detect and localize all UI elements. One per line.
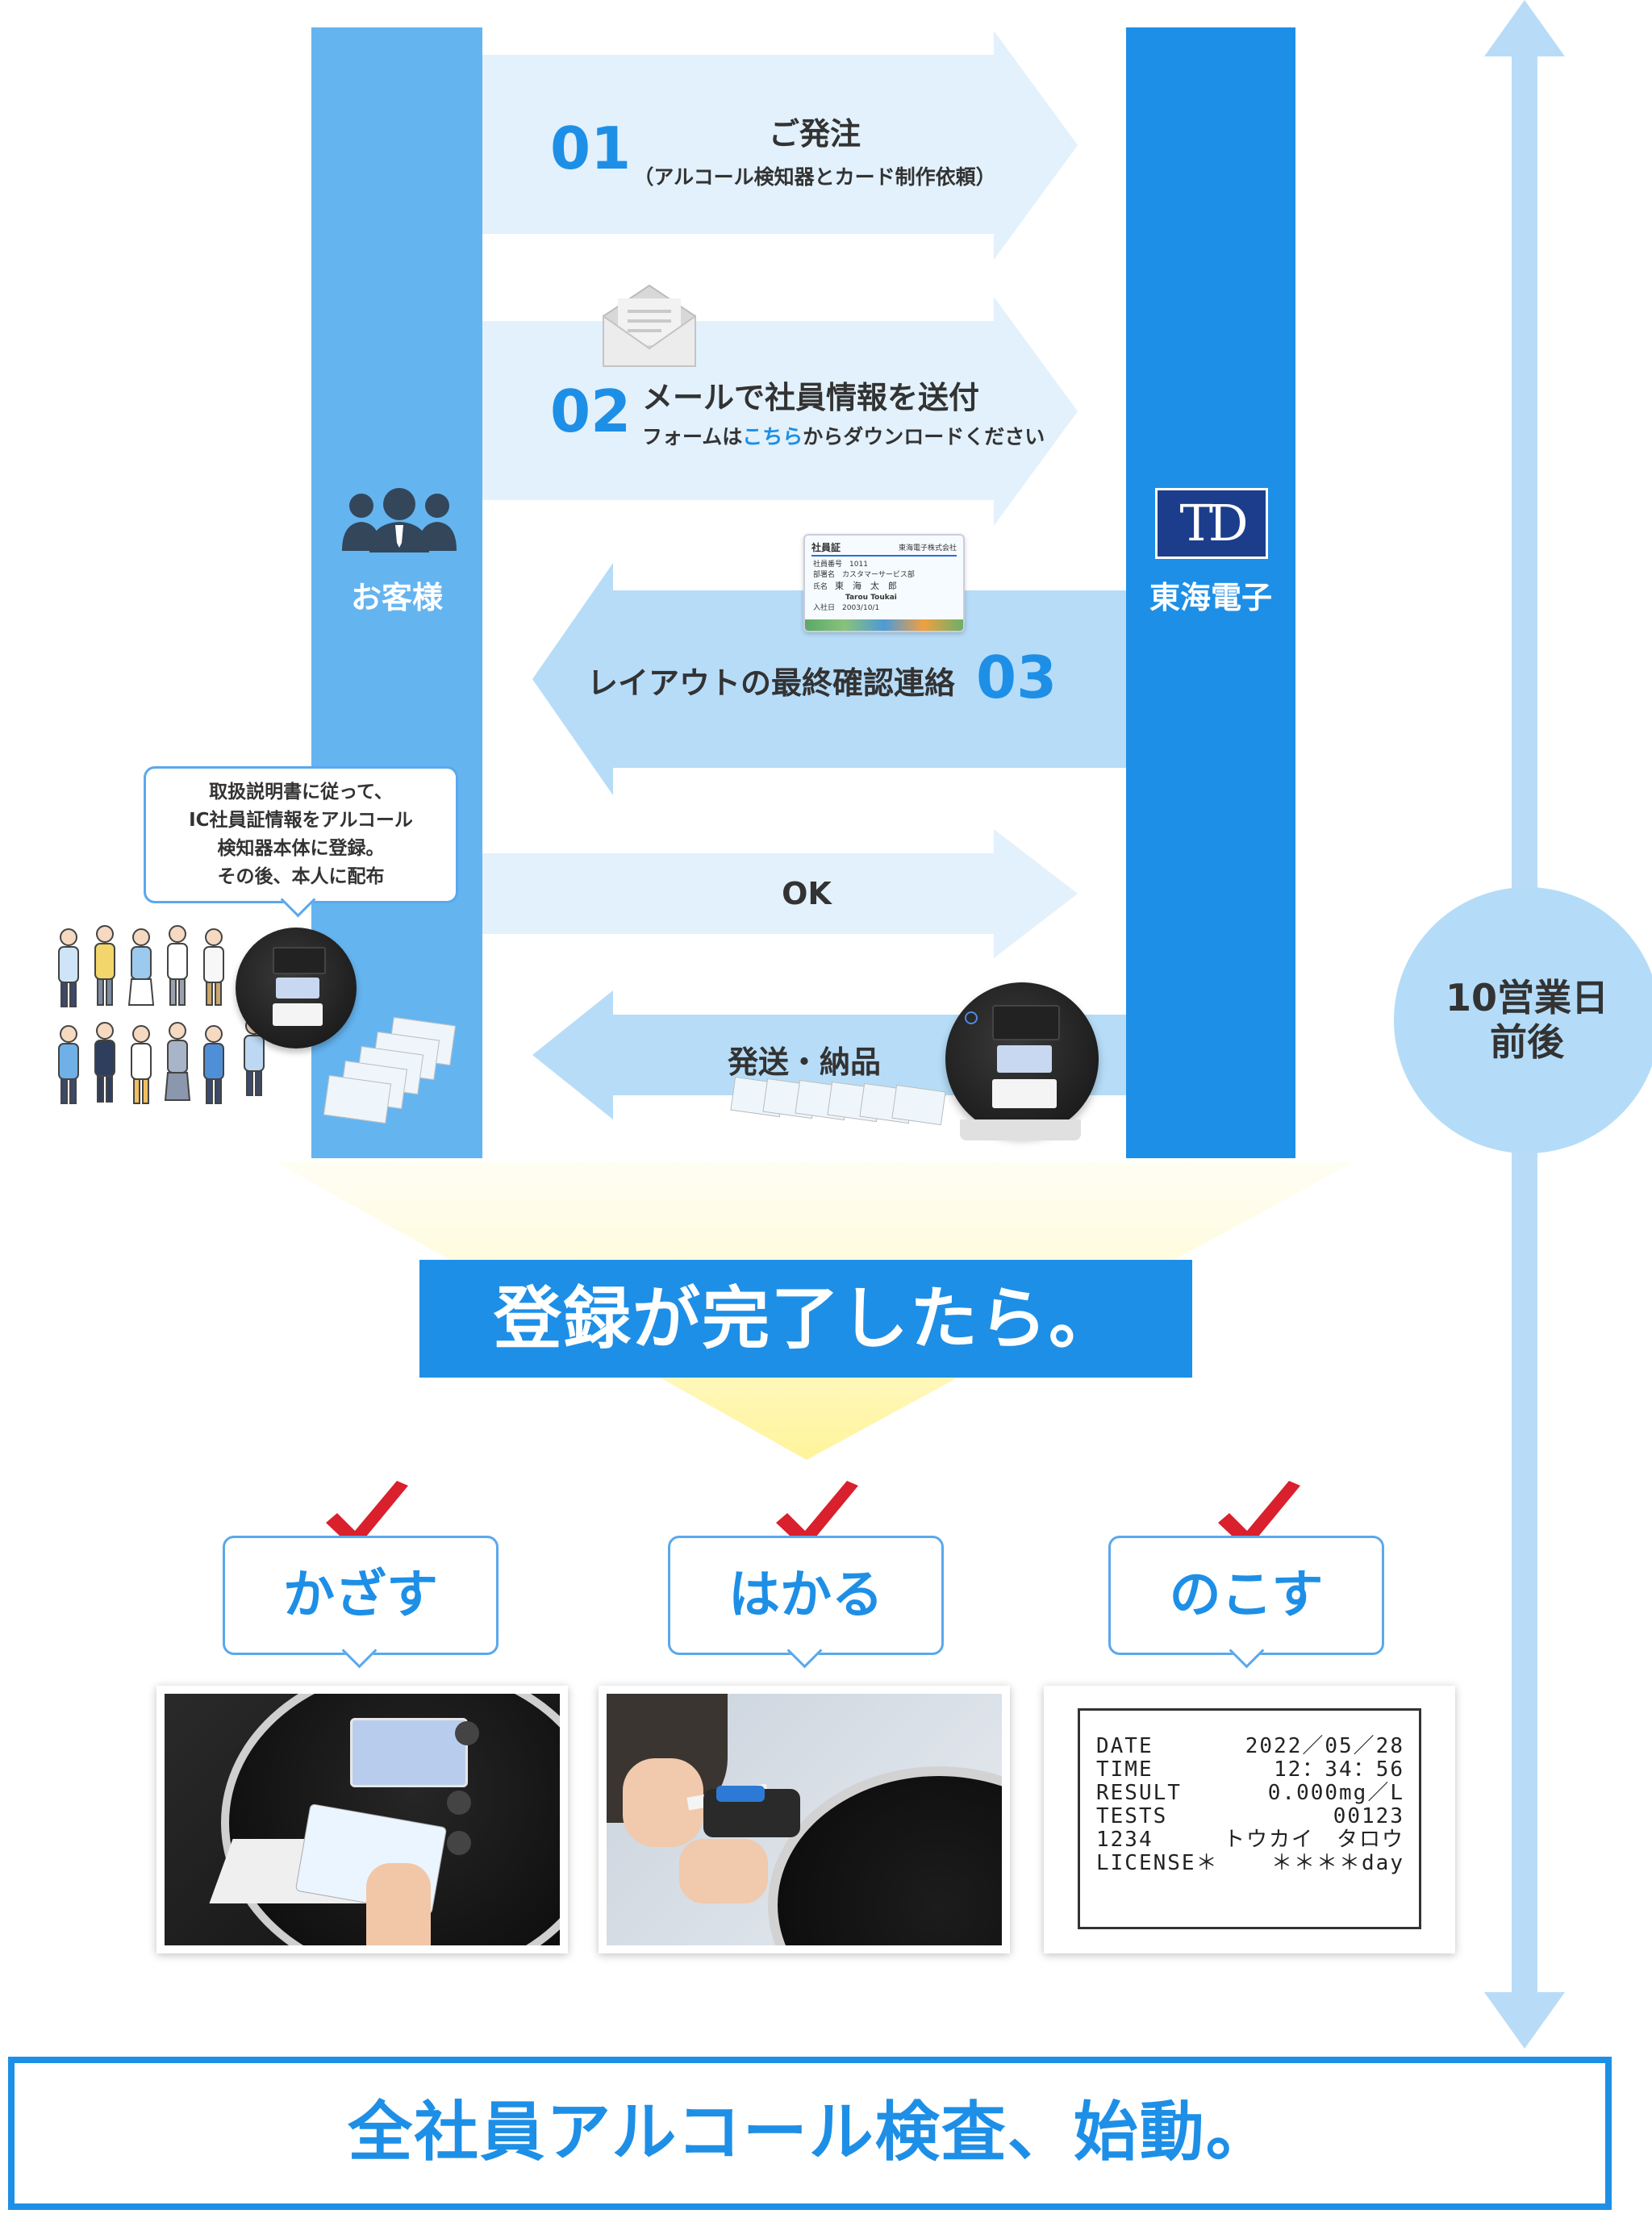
id-card-number-label: 社員番号 [813, 561, 843, 569]
step-02-number: 02 [550, 377, 632, 445]
receipt-panel: DATE 2022／05／28 TIME 12：34：56 RESULT 0.000m… [1044, 1686, 1455, 1953]
photo-card-touch [156, 1686, 568, 1953]
instruction-line-1: 取扱説明書に従って、 [209, 782, 393, 803]
receipt-result-label: RESULT [1096, 1781, 1182, 1805]
registration-banner-text: 登録が完了したら。 [493, 1279, 1118, 1358]
shipped-cards [730, 1076, 946, 1133]
instruction-line-3: 検知器本体に登録。 [217, 838, 385, 859]
receipt-date-label: DATE [1096, 1734, 1153, 1758]
id-card-title: 社員証 [811, 542, 841, 553]
duration-circle: 10営業日 前後 [1394, 887, 1652, 1153]
customer-detector-device [236, 928, 357, 1049]
step-01-subtitle: （アルコール検知器とカード制作依頼） [633, 165, 996, 189]
action-bubble-2: はかる [668, 1536, 944, 1655]
registration-banner: 登録が完了したら。 [419, 1260, 1192, 1378]
step-02-subtitle: フォームはこちらからダウンロードください [642, 421, 1045, 450]
receipt-tests-value: 00123 [1333, 1804, 1404, 1828]
step-ship-title: 発送・納品 [728, 1044, 882, 1080]
id-card-date: 2003/10/1 [842, 604, 880, 612]
instruction-line-4: その後、本人に配布 [217, 866, 385, 887]
receipt-time-label: TIME [1096, 1757, 1153, 1782]
step-03-number: 03 [976, 644, 1058, 711]
receipt-date-value: 2022／05／28 [1245, 1734, 1404, 1758]
arrow-step-ok [482, 829, 1078, 958]
step-03-title: レイアウトの最終確認連絡 [587, 665, 956, 701]
customer-cards [310, 1016, 463, 1126]
receipt-id-value: トウカイ タロウ [1223, 1828, 1404, 1852]
company-logo-text: TD [1179, 494, 1248, 552]
envelope-icon [603, 284, 696, 367]
receipt-id-label: 1234 [1096, 1828, 1153, 1852]
receipt-license-label: LICENSE＊ [1096, 1851, 1219, 1875]
company-column [1126, 27, 1295, 1158]
photo-breath-test [599, 1686, 1010, 1953]
id-card-name-label: 氏名 [813, 583, 828, 591]
check-icon-3 [1218, 1481, 1300, 1550]
step-ok-title: OK [782, 876, 832, 911]
company-label: 東海電子 [1149, 580, 1272, 615]
id-card-name: 東 海 太 郎 [835, 581, 898, 591]
step-01-number: 01 [550, 115, 632, 182]
id-card: 社員証 東海電子株式会社 社員番号 1011 部署名 カスタマーサービス部 氏名… [803, 534, 965, 632]
id-card-romaji: Tarou Toukai [845, 594, 897, 602]
final-banner: 全社員アルコール検査、始動。 [8, 2057, 1612, 2210]
id-card-company: 東海電子株式会社 [898, 544, 957, 552]
final-banner-text: 全社員アルコール検査、始動。 [348, 2095, 1272, 2170]
id-card-dept: カスタマーサービス部 [842, 571, 915, 579]
receipt-result-value: 0.000mg／L [1267, 1781, 1404, 1805]
instruction-bubble: 取扱説明書に従って、 IC社員証情報をアルコール 検知器本体に登録。 その後、本… [144, 766, 458, 903]
step-01-title: ご発注 [768, 116, 861, 152]
device-stand [960, 1119, 1081, 1140]
receipt-license-value: ＊＊＊＊day [1271, 1851, 1404, 1875]
id-card-number: 1011 [849, 561, 868, 569]
check-icon-1 [326, 1481, 408, 1550]
duration-line2: 前後 [1490, 1020, 1564, 1064]
step-02-subtitle-pre: フォームは [642, 425, 743, 448]
customer-label: お客様 [350, 580, 443, 615]
id-card-date-label: 入社日 [813, 604, 836, 612]
action-bubble-3: のこす [1108, 1536, 1384, 1655]
check-icon-2 [776, 1481, 858, 1550]
step-02-title: メールで社員情報を送付 [642, 380, 980, 415]
arrow-step-03 [532, 563, 1129, 795]
action-label-2: はかる [728, 1566, 883, 1625]
employees-illustration [58, 925, 265, 1104]
alcohol-detector-device [945, 982, 1099, 1136]
receipt: DATE 2022／05／28 TIME 12：34：56 RESULT 0.000m… [1078, 1708, 1421, 1929]
duration-line1: 10営業日 [1445, 975, 1608, 1019]
action-label-3: のこす [1169, 1566, 1324, 1625]
receipt-tests-label: TESTS [1096, 1804, 1168, 1828]
receipt-time-value: 12：34：56 [1274, 1757, 1404, 1782]
customer-group-icon [342, 488, 457, 552]
instruction-line-2: IC社員証情報をアルコール [189, 810, 413, 831]
step-02-subtitle-post: からダウンロードください [803, 425, 1045, 448]
company-logo: TD [1155, 488, 1268, 559]
arrow-step-01 [482, 31, 1078, 260]
form-download-link[interactable]: こちら [742, 425, 803, 448]
action-label-1: かざす [283, 1566, 438, 1625]
id-card-dept-label: 部署名 [813, 571, 836, 579]
